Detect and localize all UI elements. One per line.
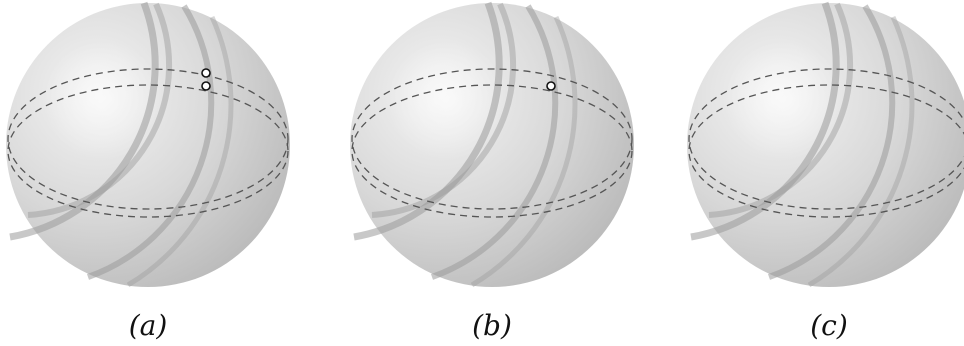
great-circle-arc — [470, 15, 578, 288]
marked-point — [201, 68, 211, 78]
marked-point — [201, 81, 211, 91]
great-circle-arc — [353, 1, 503, 241]
panel-label: (a) — [129, 309, 168, 342]
panel-a: (a) — [6, 1, 290, 342]
great-circle-arc — [767, 4, 896, 280]
great-circle-arc — [708, 2, 854, 218]
great-circle-arc — [807, 15, 915, 288]
dashed-small-circle — [351, 84, 633, 218]
marked-point — [546, 81, 556, 91]
panel-c: (c) — [687, 1, 964, 342]
panel-label: (c) — [810, 309, 848, 342]
great-circle-arc — [371, 2, 517, 218]
great-circle-arc — [430, 4, 559, 280]
great-circle-arc — [9, 1, 159, 241]
panel-b: (b) — [350, 1, 634, 342]
dashed-small-circle — [7, 68, 289, 210]
dashed-small-circle — [351, 68, 633, 210]
dashed-small-circle — [688, 68, 964, 210]
great-circle-arc — [27, 2, 173, 218]
dashed-small-circle — [7, 84, 289, 218]
panel-label: (b) — [472, 309, 512, 342]
great-circle-arc — [690, 1, 840, 241]
great-circle-arc — [126, 15, 234, 288]
great-circle-arc — [86, 4, 215, 280]
